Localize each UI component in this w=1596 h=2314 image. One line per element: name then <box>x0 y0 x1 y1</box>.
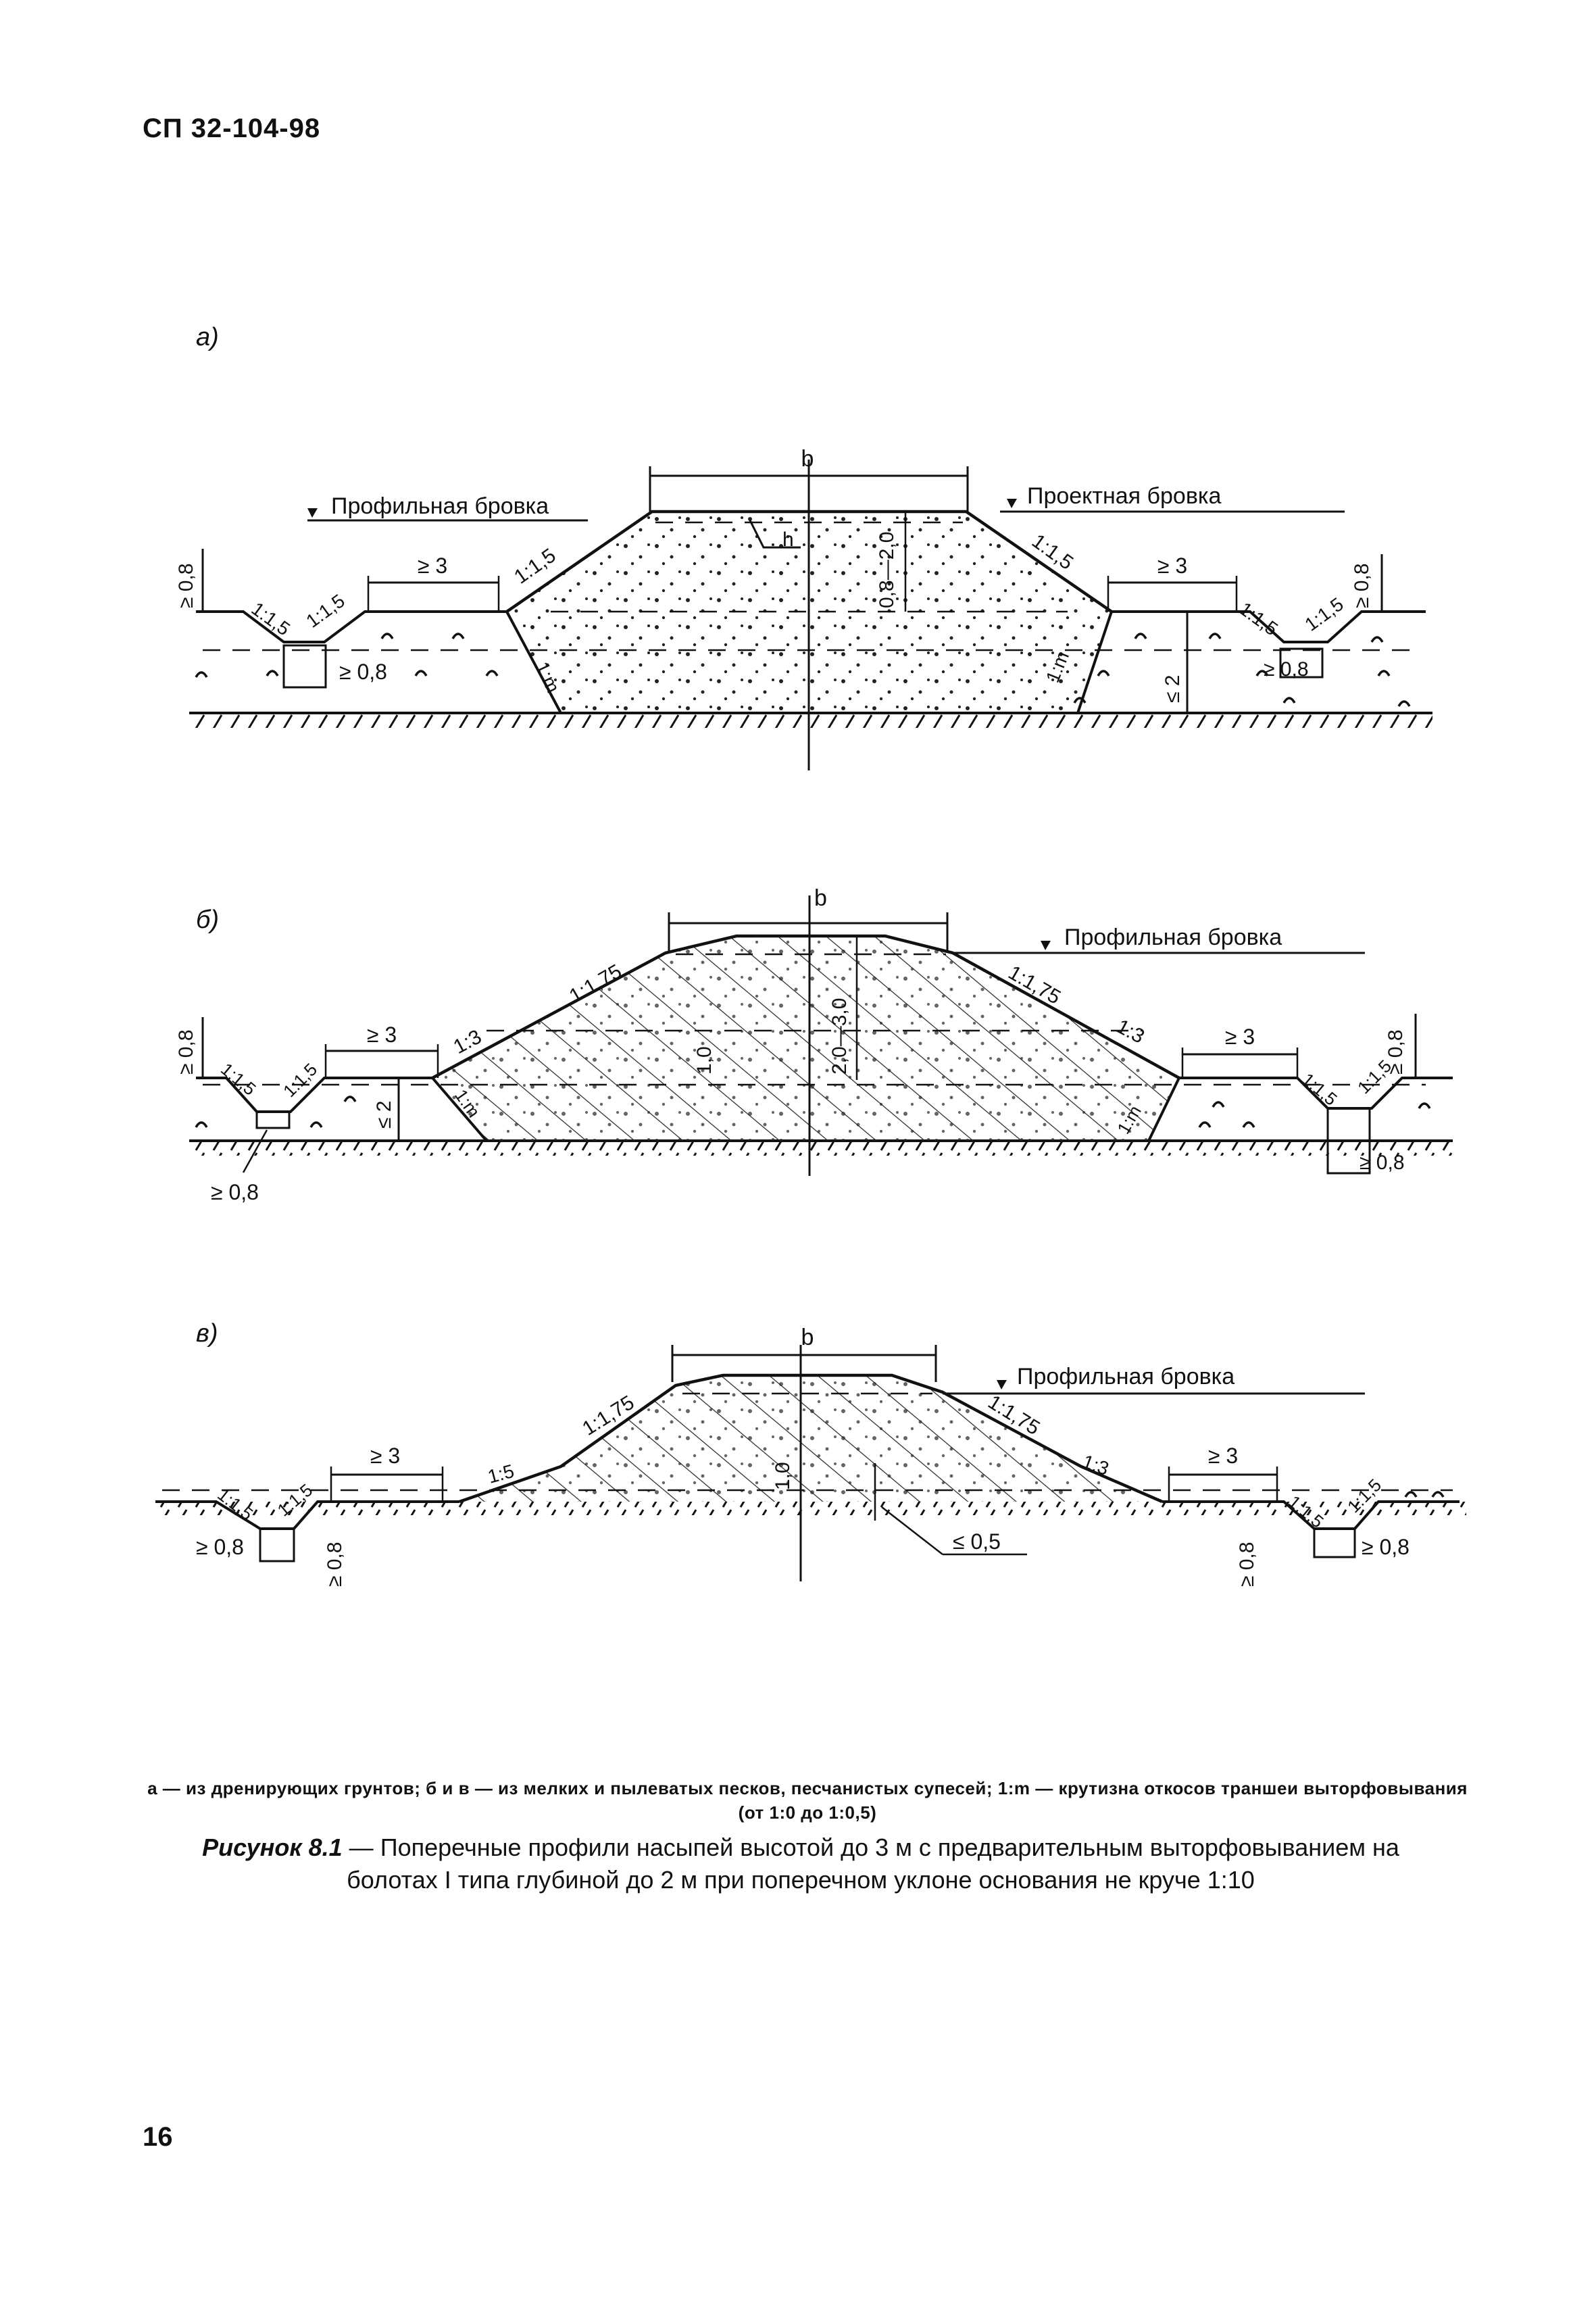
slope-ditch-li-a: 1:1,5 <box>302 590 349 632</box>
depth-right-a: ≥ 0,8 <box>1351 563 1373 608</box>
panel-a: b Профильная бровка Проектная бровка h 0… <box>175 446 1432 770</box>
panel-c-label: в) <box>196 1319 218 1348</box>
le05-label-c: ≤ 0,5 <box>953 1529 1001 1554</box>
berm-left-a: ≥ 3 <box>418 553 447 578</box>
depth-left-c: ≥ 0,8 <box>324 1542 346 1587</box>
peat-symbols-a <box>195 633 1411 707</box>
peat-symbols-c <box>1404 1491 1445 1498</box>
ditch-bottom-left-b: ≥ 0,8 <box>211 1180 259 1204</box>
panel-c: ≤ 0,5 b Профильная бровка 1,0 ≥ 3 ≥ 3 1:… <box>155 1325 1466 1587</box>
slope-ditch-ri-c: 1:1,5 <box>1285 1492 1328 1532</box>
slope-ditch-ri-b: 1:1,5 <box>1298 1069 1341 1110</box>
ditch-bottom-right-b: ≥ 0,8 <box>1360 1152 1405 1174</box>
embankment-outline-b <box>431 934 1180 1079</box>
panel-b: b Профильная бровка 2,0—3,0 1,0 ≥ 3 ≥ 3 … <box>175 885 1453 1204</box>
berm-left-c: ≥ 3 <box>370 1444 400 1468</box>
peat-symbols-b <box>195 1096 1431 1128</box>
depth-right-c: ≥ 0,8 <box>1236 1542 1258 1587</box>
ground-hatch-c <box>155 1502 1466 1515</box>
slope-ditch-li-b: 1:1,5 <box>279 1059 321 1101</box>
b-label-b: b <box>814 885 827 911</box>
one-label-c: 1,0 <box>772 1462 794 1490</box>
b-label-a: b <box>801 446 814 472</box>
depth-right-b: ≥ 0,8 <box>1385 1029 1407 1075</box>
surface-left-a <box>196 610 507 643</box>
bog-depth-a: ≤ 2 <box>1162 675 1184 703</box>
document-code: СП 32-104-98 <box>143 114 321 143</box>
ditch-box-right-a <box>1279 647 1324 679</box>
panel-b-label: б) <box>196 906 220 934</box>
trench-right-a <box>1076 611 1113 714</box>
figure-caption: Рисунок 8.1 — Поперечные профили насыпей… <box>176 1831 1426 1896</box>
berm-left-b: ≥ 3 <box>367 1023 397 1047</box>
ditch-bottom-left-c: ≥ 0,8 <box>196 1535 244 1559</box>
depth-left-b: ≥ 0,8 <box>175 1029 197 1075</box>
range-label-b: 2,0—3,0 <box>828 998 851 1075</box>
depth-left-a: ≥ 0,8 <box>175 563 197 608</box>
embankment-outline-c <box>459 1373 1163 1504</box>
ground-hatch-b <box>189 1141 1453 1156</box>
berm-right-a: ≥ 3 <box>1157 553 1187 578</box>
bog-depth-b: ≤ 2 <box>373 1101 395 1129</box>
right-edge-label-a: Проектная бровка <box>1027 483 1222 509</box>
page-number: 16 <box>143 2122 173 2152</box>
ditch-box-left-a <box>282 644 327 689</box>
surface-right-a <box>1112 610 1426 643</box>
one-label-b: 1,0 <box>693 1046 716 1075</box>
ground-hatch-a <box>189 713 1432 728</box>
figure-label: Рисунок 8.1 <box>202 1833 343 1861</box>
berm-right-b: ≥ 3 <box>1225 1025 1255 1049</box>
ditch-bottom-left-a: ≥ 0,8 <box>339 660 387 684</box>
berm-right-c: ≥ 3 <box>1208 1444 1238 1468</box>
edge-label-b: Профильная бровка <box>1064 925 1282 950</box>
figure-note: а — из дренирующих грунтов; б и в — из м… <box>147 1778 1468 1823</box>
ditch-bottom-right-c: ≥ 0,8 <box>1362 1535 1410 1559</box>
ditch-bottom-right-a: ≥ 0,8 <box>1264 658 1309 681</box>
panel-a-label: а) <box>196 323 219 351</box>
figure-text: Поперечные профили насыпей высотой до 3 … <box>347 1833 1399 1894</box>
left-edge-label-a: Профильная бровка <box>331 493 549 519</box>
edge-label-c: Профильная бровка <box>1017 1364 1235 1389</box>
figure-dash: — <box>342 1833 380 1861</box>
depth-range-a: 0,8—2,0 <box>876 532 898 608</box>
b-label-c: b <box>801 1325 814 1350</box>
h-label-a: h <box>782 528 794 551</box>
trench-left-a <box>505 611 562 714</box>
